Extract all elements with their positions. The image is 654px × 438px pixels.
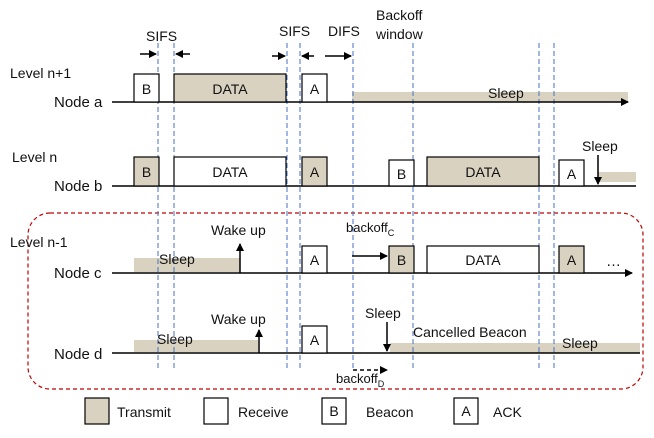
sleep-region-node-d-right [390,343,640,353]
node-c-sleep-label: Sleep [159,251,195,267]
legend-beacon-swatch [321,397,347,425]
legend-receive-label: Receive [238,404,289,420]
level-n-minus-1-label: Level n-1 [10,234,68,250]
node-c-ack-frame-2 [558,245,585,274]
node-a-beacon-text: B [142,81,151,97]
node-c-ack-frame [301,245,328,274]
backoff-window-label-2: window [375,26,424,42]
node-c-ellipsis: … [606,253,621,270]
node-d-wakeup-label: Wake up [211,311,266,327]
legend-receive-swatch [203,397,229,425]
backoff-c-sub: C [388,228,395,238]
backoff-d-base: backoff [336,371,378,386]
node-c-beacon-text: B [397,252,406,268]
legend-beacon-label: Beacon [366,404,413,420]
node-b-sleep-label: Sleep [582,138,618,154]
node-d-sleep-label-left: Sleep [157,331,193,347]
node-d-backoff-label: backoffD [336,371,385,389]
node-c-ack-text-2: A [567,252,577,268]
node-d-sleep-label-right: Sleep [562,335,598,351]
node-b-data-frame [173,156,287,187]
node-b-data-text: DATA [212,164,248,180]
backoff-d-sub: D [378,379,385,389]
node-c-beacon-frame [388,245,415,274]
node-b-ack-frame-2 [558,159,585,187]
legend-beacon-key: B [329,403,338,419]
node-a-data-frame [173,73,287,103]
node-c-ack-text: A [310,252,320,268]
node-b-beacon-frame [133,156,160,187]
node-a-sleep-label: Sleep [488,85,524,101]
node-d-label: Node d [54,346,102,363]
node-a-ack-frame [301,73,328,103]
node-b-data-text-2: DATA [465,164,501,180]
legend-ack-label: ACK [493,404,522,420]
node-b-ack-text: A [310,164,320,180]
node-c-data-text: DATA [465,252,501,268]
backoff-c-base: backoff [346,220,388,235]
sleep-region-node-c [134,258,240,272]
node-a-ack-text: A [310,81,320,97]
legend-ack-swatch [453,397,479,425]
node-d-cancelled-beacon-label: Cancelled Beacon [413,324,527,340]
node-c-wakeup-label: Wake up [211,222,266,238]
difs-label: DIFS [328,23,360,39]
node-b-ack-frame [301,156,328,187]
node-d-ack-text: A [310,332,320,348]
level-n-plus-1-label: Level n+1 [10,65,71,81]
node-a-label: Node a [54,94,103,111]
legend: Transmit Receive B Beacon A ACK [84,397,522,425]
node-b-label: Node b [54,178,102,195]
level-n-minus-1-group [27,212,644,390]
node-a-data-text: DATA [212,81,248,97]
legend-transmit-label: Transmit [117,404,171,420]
legend-ack-key: A [461,403,471,419]
node-b-ack-text-2: A [567,166,577,182]
sleep-region-node-a [352,92,628,102]
timing-guides [157,43,555,370]
level-n-label: Level n [12,149,57,165]
sifs-label-2: SIFS [279,23,310,39]
backoff-window-label-1: Backoff [376,7,423,23]
sleep-region-node-d-left [134,340,258,352]
node-d-ack-frame [301,325,328,354]
node-c-data-frame [426,245,540,274]
sifs-label-1: SIFS [146,28,177,44]
node-c-backoff-label: backoffC [346,220,395,238]
node-b-beacon-text: B [142,164,151,180]
node-c-label: Node c [54,265,102,282]
node-d-sleep-label-mid: Sleep [365,305,401,321]
node-b-beacon-text-2: B [397,166,406,182]
node-a-beacon-frame [133,73,160,103]
node-b-beacon-frame-2 [388,159,415,187]
node-b-data-frame-2 [426,156,540,187]
sleep-region-node-b [598,172,636,182]
legend-transmit-swatch [84,397,110,425]
